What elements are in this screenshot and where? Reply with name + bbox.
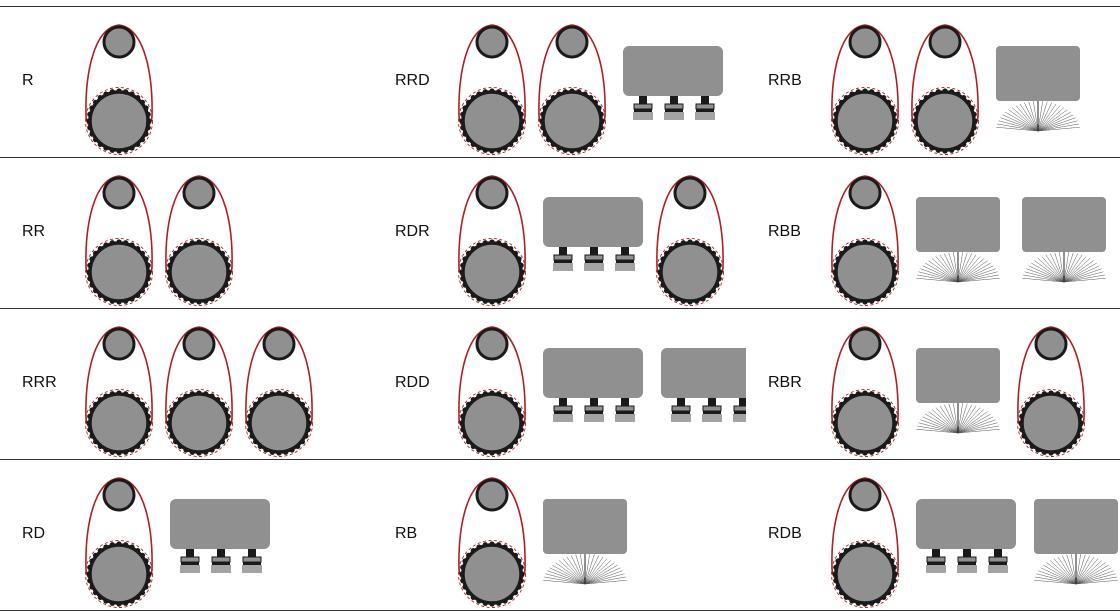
configuration-diagram [831, 24, 1080, 155]
brush-head-module-icon [661, 348, 746, 422]
broom-module-icon [916, 197, 1000, 283]
configuration-code-label: RB [395, 525, 418, 542]
roller-module-icon [85, 477, 153, 608]
configuration-code-label: RDD [395, 374, 430, 391]
configuration-cell: RBB [746, 157, 1120, 308]
roller-module-icon [831, 175, 899, 306]
configuration-cell: R [0, 6, 373, 157]
configuration-code-label: RD [22, 525, 46, 542]
brush-head-module-icon [543, 348, 643, 422]
broom-module-icon [916, 348, 1000, 434]
configuration-cell: RR [0, 157, 373, 308]
configuration-diagram [458, 477, 627, 608]
configuration-diagram [458, 24, 723, 155]
roller-module-icon [245, 326, 313, 457]
configuration-diagram [85, 175, 233, 306]
broom-module-icon [996, 46, 1080, 132]
configuration-cell: RBR [746, 308, 1120, 459]
configuration-code-label: RBB [768, 223, 801, 240]
roller-module-icon [911, 24, 979, 155]
configuration-code-label: RR [22, 223, 46, 240]
roller-module-icon [458, 477, 526, 608]
roller-module-icon [165, 326, 233, 457]
configuration-diagram [831, 477, 1118, 608]
configuration-cell: RDR [373, 157, 746, 308]
roller-module-icon [165, 175, 233, 306]
brush-head-module-icon [916, 499, 1016, 573]
roller-module-icon [831, 326, 899, 457]
broom-module-icon [1022, 197, 1106, 283]
configuration-diagram [458, 326, 746, 457]
configuration-diagram [85, 326, 313, 457]
row-divider [0, 6, 1120, 7]
configuration-code-label: RRB [768, 72, 802, 89]
configuration-diagram [458, 175, 724, 306]
configuration-cell: RDD [373, 308, 746, 459]
broom-module-icon [1034, 499, 1118, 585]
configuration-code-label: RBR [768, 374, 802, 391]
row-divider [0, 459, 1120, 460]
configuration-diagram [85, 477, 270, 608]
broom-module-icon [543, 499, 627, 585]
configuration-cell: RB [373, 459, 746, 610]
configuration-diagram [85, 24, 153, 155]
brush-head-module-icon [170, 499, 270, 573]
roller-module-icon [538, 24, 606, 155]
configuration-code-label: RRR [22, 374, 57, 391]
configuration-cell: RRR [0, 308, 373, 459]
row-divider [0, 308, 1120, 309]
roller-module-icon [458, 326, 526, 457]
configuration-diagram [831, 326, 1085, 457]
roller-module-icon [1017, 326, 1085, 457]
configuration-cell: RRB [746, 6, 1120, 157]
brush-head-module-icon [543, 197, 643, 271]
configuration-code-label: RDR [395, 223, 430, 240]
roller-module-icon [458, 175, 526, 306]
configuration-code-label: R [22, 72, 34, 89]
roller-module-icon [458, 24, 526, 155]
roller-module-icon [831, 24, 899, 155]
brush-head-module-icon [623, 46, 723, 120]
configuration-cell: RDB [746, 459, 1120, 610]
roller-module-icon [85, 24, 153, 155]
configuration-cell: RD [0, 459, 373, 610]
configuration-diagram [831, 175, 1106, 306]
roller-module-icon [831, 477, 899, 608]
roller-module-icon [656, 175, 724, 306]
configuration-cell: RRD [373, 6, 746, 157]
configuration-code-label: RRD [395, 72, 430, 89]
row-divider [0, 157, 1120, 158]
roller-module-icon [85, 326, 153, 457]
configuration-code-label: RDB [768, 525, 802, 542]
roller-module-icon [85, 175, 153, 306]
